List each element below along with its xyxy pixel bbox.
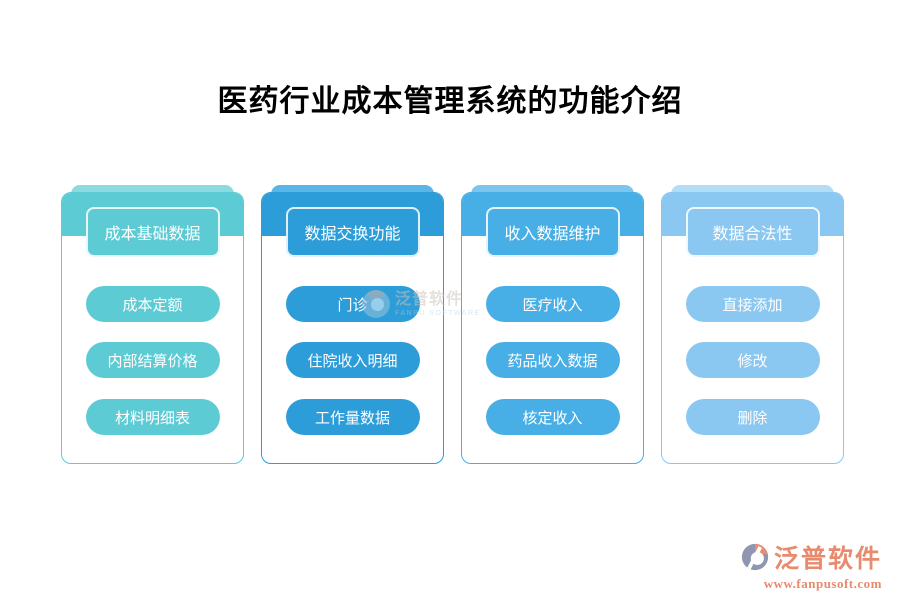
card-body: 收入数据维护 医疗收入 药品收入数据 核定收入 [461, 192, 644, 464]
card-header-label: 数据合法性 [685, 207, 820, 257]
pill-button: 工作量数据 [285, 399, 420, 435]
card-body: 数据交换功能 门诊 住院收入明细 工作量数据 [261, 192, 444, 464]
feature-card-cost-base: 成本基础数据 成本定额 内部结算价格 材料明细表 [61, 185, 244, 465]
pill-button: 核定收入 [485, 399, 620, 435]
pill-button: 住院收入明细 [285, 342, 420, 378]
pill-button: 删除 [685, 399, 820, 435]
card-header-label: 收入数据维护 [485, 207, 620, 257]
card-body: 成本基础数据 成本定额 内部结算价格 材料明细表 [61, 192, 244, 464]
feature-card-data-legality: 数据合法性 直接添加 修改 删除 [661, 185, 844, 465]
feature-cards: 成本基础数据 成本定额 内部结算价格 材料明细表 数据交换功能 门诊 住院收入明… [61, 185, 844, 465]
pill-button: 门诊 [285, 286, 420, 322]
footer-brand-name: 泛普软件 [773, 546, 882, 573]
pill-button: 药品收入数据 [485, 342, 620, 378]
footer-brand-url: www.fanpusoft.com [763, 576, 882, 591]
pill-button: 内部结算价格 [85, 342, 220, 378]
card-header-label: 成本基础数据 [85, 207, 220, 257]
card-header-label: 数据交换功能 [285, 207, 420, 257]
card-body: 数据合法性 直接添加 修改 删除 [661, 192, 844, 464]
pill-button: 医疗收入 [485, 286, 620, 322]
pill-button: 材料明细表 [85, 399, 220, 435]
pill-button: 直接添加 [685, 286, 820, 322]
page-title: 医药行业成本管理系统的功能介绍 [217, 85, 683, 118]
feature-card-income-maintenance: 收入数据维护 医疗收入 药品收入数据 核定收入 [461, 185, 644, 465]
footer-brand-logo: 泛普软件 www.fanpusoft.com [740, 539, 882, 592]
pill-button: 成本定额 [85, 286, 220, 322]
fanpu-logo-icon [741, 543, 769, 571]
pill-button: 修改 [685, 342, 820, 378]
feature-card-data-exchange: 数据交换功能 门诊 住院收入明细 工作量数据 [261, 185, 444, 465]
